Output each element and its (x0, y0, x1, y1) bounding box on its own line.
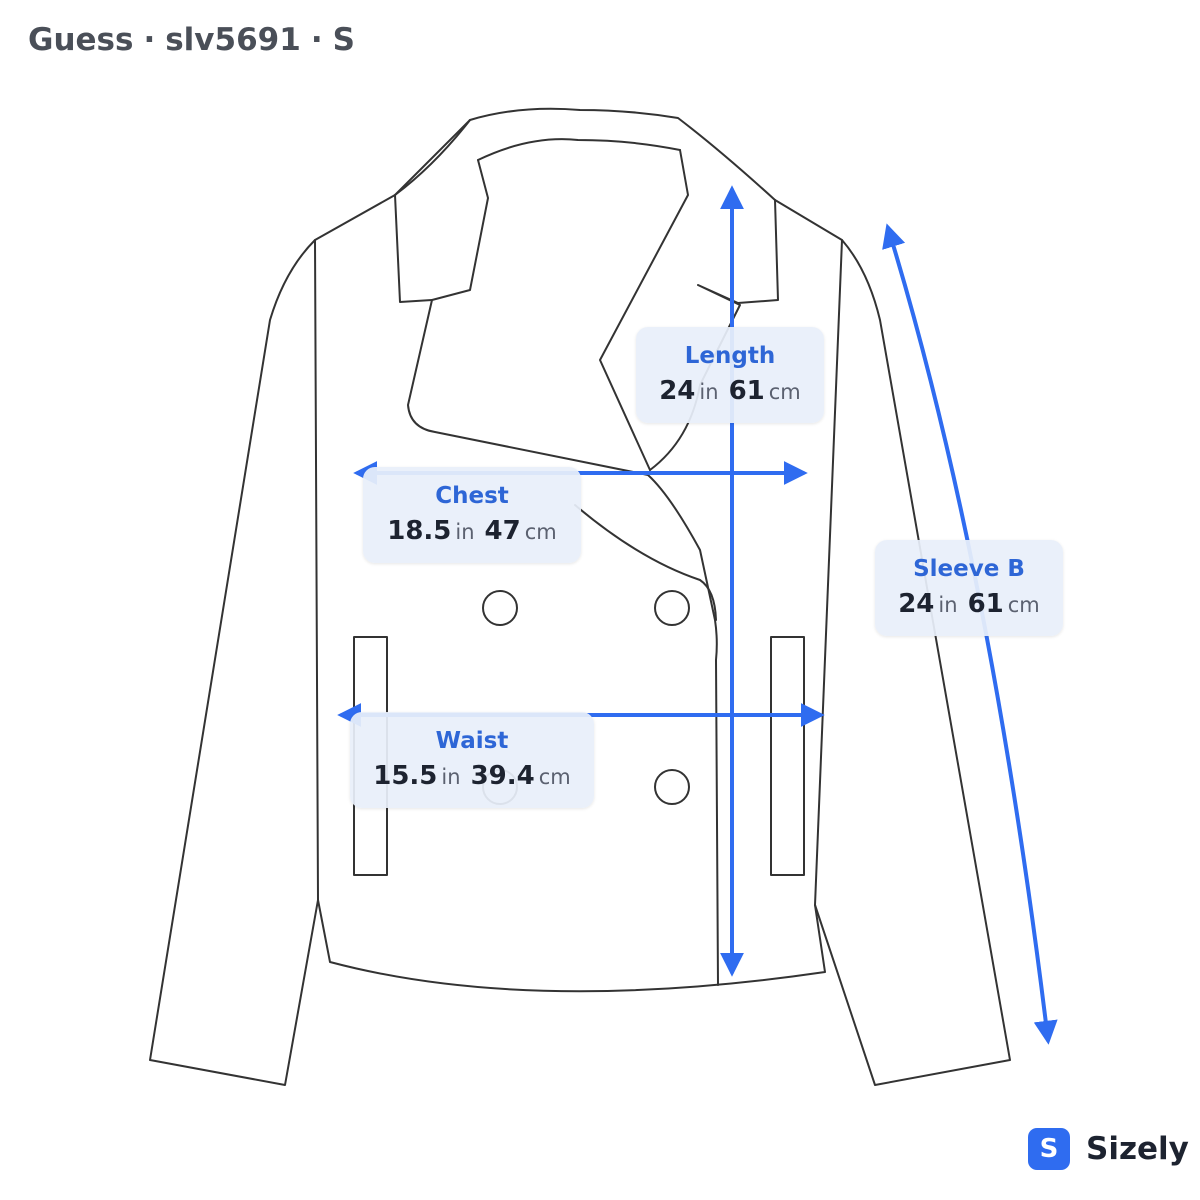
neckline-inner (477, 138, 681, 161)
unit-in: in (938, 593, 958, 617)
left-lapel-outline (407, 159, 719, 986)
product-size: S (332, 22, 355, 58)
collar-outline (394, 107, 776, 201)
sleeve-name: Sleeve B (913, 556, 1025, 582)
unit-in: in (455, 520, 475, 544)
front-overlap (574, 504, 717, 621)
jacket-body-outline (314, 194, 843, 993)
chest-inches: 18.5 (387, 516, 452, 546)
length-cm: 61 (728, 376, 765, 406)
unit-in: in (699, 380, 719, 404)
product-title: Guess·slv5691·S (28, 22, 355, 58)
chest-name: Chest (435, 483, 509, 509)
sizely-wordmark: Sizely (1086, 1131, 1189, 1167)
left-sleeve-outline (149, 239, 319, 1086)
product-sku: slv5691 (165, 22, 301, 58)
button (482, 590, 518, 626)
unit-cm: cm (538, 765, 571, 789)
length-name: Length (684, 343, 776, 369)
unit-cm: cm (768, 380, 801, 404)
sleeve-cm: 61 (967, 589, 1004, 619)
sleeve-inches: 24 (898, 589, 935, 619)
unit-cm: cm (524, 520, 557, 544)
button (654, 590, 690, 626)
brand-name: Guess (28, 22, 134, 58)
unit-cm: cm (1007, 593, 1040, 617)
left-notch (394, 119, 471, 303)
title-separator: · (143, 22, 156, 58)
chest-cm: 47 (484, 516, 521, 546)
unit-in: in (441, 765, 461, 789)
waist-cm: 39.4 (470, 761, 535, 791)
title-separator: · (310, 22, 323, 58)
button (654, 769, 690, 805)
sizely-badge-icon: S (1028, 1128, 1070, 1170)
right-lapel-outline (599, 149, 689, 471)
length-inches: 24 (659, 376, 696, 406)
right-sleeve-outline (814, 239, 1011, 1086)
waist-name: Waist (435, 728, 509, 754)
right-pocket (770, 636, 805, 876)
sizely-logo: S Sizely (1028, 1128, 1189, 1170)
waist-inches: 15.5 (373, 761, 438, 791)
